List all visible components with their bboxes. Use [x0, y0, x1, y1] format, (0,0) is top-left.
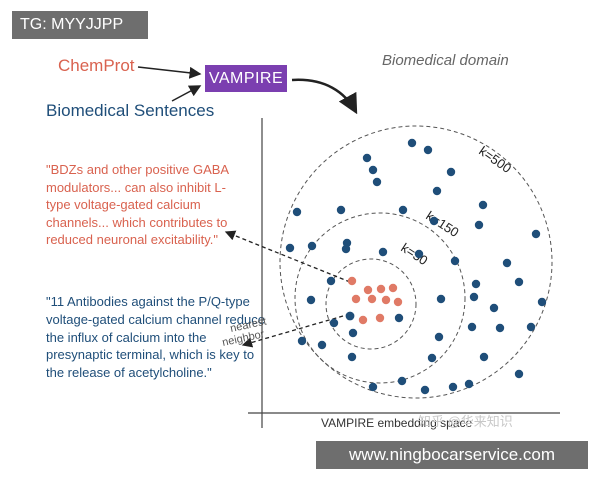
blue-embedding-point	[474, 220, 484, 230]
chemprot-arrow	[137, 66, 202, 79]
quote-red: "BDZs and other positive GABA modulators…	[46, 162, 229, 247]
red-embedding-point	[376, 284, 386, 294]
blue-embedding-point	[429, 216, 439, 226]
red-embedding-point	[351, 294, 361, 304]
embedding-points	[285, 138, 547, 395]
vampire-to-domain-arrow	[291, 78, 358, 115]
blue-embedding-point	[348, 328, 358, 338]
blue-embedding-point	[397, 376, 407, 386]
site-banner: www.ningbocarservice.com	[316, 441, 588, 469]
x-axis-label: VAMPIRE embedding space	[321, 416, 473, 430]
blue-embedding-point	[471, 279, 481, 289]
blue-embedding-point	[398, 205, 408, 215]
blue-embedding-point	[495, 323, 505, 333]
blue-embedding-point	[427, 353, 437, 363]
blue-embedding-point	[423, 145, 433, 155]
blue-embedding-point	[502, 258, 512, 268]
blue-embedding-point	[394, 313, 404, 323]
nn-arrow-blue	[241, 315, 344, 348]
blue-embedding-point	[467, 322, 477, 332]
blue-embedding-point	[450, 256, 460, 266]
blue-embedding-point	[378, 247, 388, 257]
nn-arrow-red	[224, 230, 351, 283]
blue-embedding-point	[489, 303, 499, 313]
ring-label-k500: k=500	[476, 143, 514, 176]
blue-embedding-point	[469, 292, 479, 302]
blue-embedding-point	[292, 207, 302, 217]
blue-embedding-point	[432, 186, 442, 196]
blue-embedding-point	[537, 297, 547, 307]
blue-embedding-point	[297, 336, 307, 346]
chemprot-label: ChemProt	[58, 56, 135, 75]
blue-embedding-point	[372, 177, 382, 187]
blue-embedding-point	[317, 340, 327, 350]
blue-embedding-point	[478, 200, 488, 210]
ring-k500	[279, 125, 553, 399]
watermark: 知乎 @华来知识	[418, 414, 513, 429]
blue-embedding-point	[285, 243, 295, 253]
blue-embedding-point	[434, 332, 444, 342]
blue-embedding-point	[514, 277, 524, 287]
red-embedding-point	[358, 315, 368, 325]
biomedical-domain-label: Biomedical domain	[382, 52, 509, 69]
blue-embedding-point	[307, 241, 317, 251]
blue-embedding-point	[436, 294, 446, 304]
sentences-arrow	[171, 85, 202, 102]
blue-embedding-point	[514, 369, 524, 379]
ring-k50	[325, 258, 417, 350]
blue-embedding-point	[446, 167, 456, 177]
blue-embedding-point	[329, 318, 339, 328]
blue-embedding-point	[368, 382, 378, 392]
query-embedding-point	[345, 311, 355, 321]
tg-badge: TG: MYYJJPP	[12, 11, 148, 39]
blue-embedding-point	[368, 165, 378, 175]
blue-embedding-point	[448, 382, 458, 392]
red-embedding-point	[393, 297, 403, 307]
blue-embedding-point	[306, 295, 316, 305]
quote-blue: "11 Antibodies against the P/Q-type volt…	[46, 294, 265, 381]
red-embedding-point	[347, 276, 357, 286]
vampire-model-box: VAMPIRE	[205, 65, 287, 92]
blue-embedding-point	[362, 153, 372, 163]
blue-embedding-point	[526, 322, 536, 332]
biomedical-sentences-label: Biomedical Sentences	[46, 101, 215, 120]
blue-embedding-point	[341, 244, 351, 254]
red-embedding-point	[381, 295, 391, 305]
blue-embedding-point	[336, 205, 346, 215]
blue-embedding-point	[464, 379, 474, 389]
red-embedding-point	[388, 283, 398, 293]
ring-label-k150: k=150	[423, 208, 461, 240]
blue-embedding-point	[347, 352, 357, 362]
blue-embedding-point	[479, 352, 489, 362]
blue-embedding-point	[414, 249, 424, 259]
red-embedding-point	[375, 313, 385, 323]
blue-embedding-point	[420, 385, 430, 395]
ring-label-k50: k=50	[398, 240, 430, 268]
ring-k150	[294, 212, 466, 384]
red-embedding-point	[363, 285, 373, 295]
blue-embedding-point	[407, 138, 417, 148]
blue-embedding-point	[531, 229, 541, 239]
red-embedding-point	[367, 294, 377, 304]
blue-embedding-point	[326, 276, 336, 286]
